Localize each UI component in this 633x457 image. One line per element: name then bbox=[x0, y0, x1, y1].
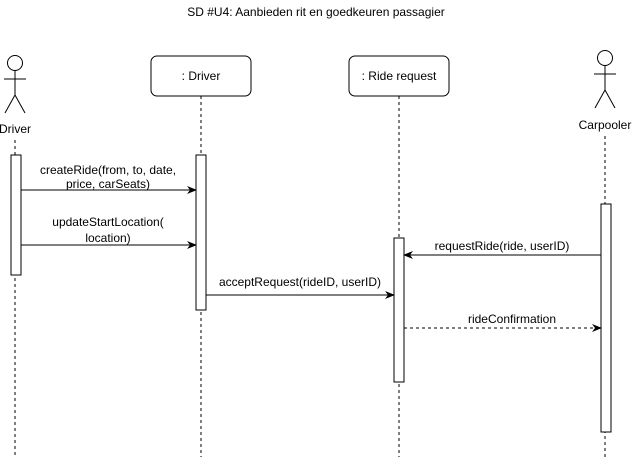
ride-request-object: : Ride request bbox=[348, 55, 450, 97]
message-accept-request: acceptRequest(rideID, userID) bbox=[206, 275, 395, 299]
update-start-location-label-line2: location) bbox=[85, 231, 130, 245]
request-ride-label: requestRide(ride, userID) bbox=[435, 239, 570, 253]
update-start-location-label-line1: updateStartLocation( bbox=[52, 215, 163, 229]
ride-request-activation-bar bbox=[393, 237, 405, 383]
diagram-title: SD #U4: Aanbieden rit en goedkeuren pass… bbox=[187, 5, 445, 19]
carpooler-activation-bar bbox=[600, 203, 612, 433]
create-ride-label-line1: createRide(from, to, date, bbox=[40, 163, 176, 177]
accept-request-label: acceptRequest(rideID, userID) bbox=[219, 275, 381, 289]
create-ride-label-line2: price, carSeats) bbox=[66, 177, 150, 191]
message-update-start-location: updateStartLocation( location) bbox=[21, 215, 197, 249]
stick-figure-icon bbox=[594, 50, 616, 109]
carpooler-actor-label: Carpooler bbox=[579, 118, 632, 132]
message-ride-confirmation: rideConfirmation bbox=[404, 312, 602, 332]
driver-activation-bar bbox=[10, 154, 22, 276]
ride-confirmation-label: rideConfirmation bbox=[468, 312, 556, 326]
driver-object: : Driver bbox=[150, 55, 252, 97]
message-request-ride: requestRide(ride, userID) bbox=[403, 239, 601, 259]
message-create-ride: createRide(from, to, date, price, carSea… bbox=[21, 163, 197, 194]
driver-object-activation-bar bbox=[195, 154, 207, 311]
driver-object-label: : Driver bbox=[182, 69, 221, 83]
driver-actor-label: Driver bbox=[0, 122, 31, 136]
ride-request-object-label: : Ride request bbox=[362, 69, 437, 83]
driver-actor: Driver bbox=[0, 55, 31, 136]
stick-figure-icon bbox=[4, 55, 26, 114]
carpooler-actor: Carpooler bbox=[579, 50, 632, 132]
